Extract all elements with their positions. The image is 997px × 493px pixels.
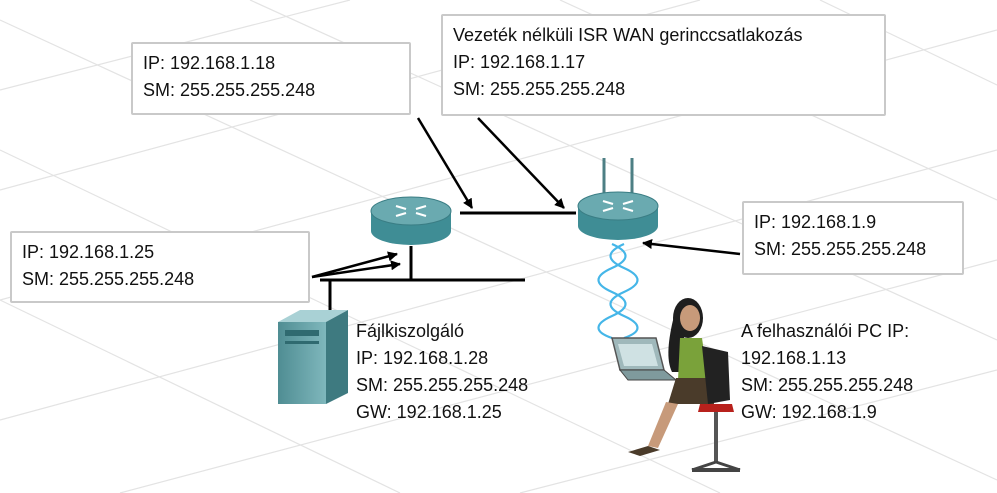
network-links [320, 211, 576, 312]
wireless-router-icon [577, 158, 659, 240]
file-server-gateway: GW: 192.168.1.25 [356, 402, 502, 422]
wireless-isr-title: Vezeték nélküli ISR WAN gerinccsatlakozá… [453, 25, 803, 45]
arrow-router-lan-1 [311, 251, 398, 279]
laptop-icon [611, 337, 678, 381]
wireless-isr-ip: IP: 192.168.1.17 [453, 52, 586, 72]
callout-wireless-isr: Vezeték nélküli ISR WAN gerinccsatlakozá… [441, 14, 886, 116]
file-server-ip: IP: 192.168.1.28 [356, 348, 489, 368]
arrow-router-wan [416, 117, 474, 209]
router-icon [370, 196, 452, 245]
callout-router-wan: IP: 192.168.1.18 SM: 255.255.255.248 [131, 42, 411, 115]
server-icon [278, 310, 348, 404]
router-wan-ip: IP: 192.168.1.18 [143, 53, 276, 73]
user-pc-ip: 192.168.1.13 [741, 348, 847, 368]
arrow-isr-wan [477, 117, 565, 209]
router-wan-subnet-mask: SM: 255.255.255.248 [143, 80, 316, 100]
user-pc-subnet-mask: SM: 255.255.255.248 [741, 375, 914, 395]
file-server-subnet-mask: SM: 255.255.255.248 [356, 375, 529, 395]
user-pc-gateway: GW: 192.168.1.9 [741, 402, 877, 422]
file-server-name: Fájlkiszolgáló [356, 321, 465, 341]
isr-lan-subnet-mask: SM: 255.255.255.248 [754, 239, 927, 259]
arrow-isr-lan [642, 239, 741, 256]
callout-router-lan: IP: 192.168.1.25 SM: 255.255.255.248 [10, 231, 310, 303]
router-lan-ip: IP: 192.168.1.25 [22, 242, 155, 262]
callout-arrows [311, 117, 741, 279]
wireless-isr-subnet-mask: SM: 255.255.255.248 [453, 79, 626, 99]
isr-lan-ip: IP: 192.168.1.9 [754, 212, 877, 232]
wireless-signal-icon [597, 242, 639, 340]
user-pc-label: A felhasználói PC IP: 192.168.1.13 SM: 2… [741, 318, 913, 426]
file-server-label: Fájlkiszolgáló IP: 192.168.1.28 SM: 255.… [356, 318, 528, 426]
user-figure-icon [628, 298, 741, 472]
callout-isr-lan: IP: 192.168.1.9 SM: 255.255.255.248 [742, 201, 964, 275]
user-pc-name: A felhasználói PC IP: [741, 321, 910, 341]
arrow-router-lan-2 [311, 260, 401, 279]
router-lan-subnet-mask: SM: 255.255.255.248 [22, 269, 195, 289]
